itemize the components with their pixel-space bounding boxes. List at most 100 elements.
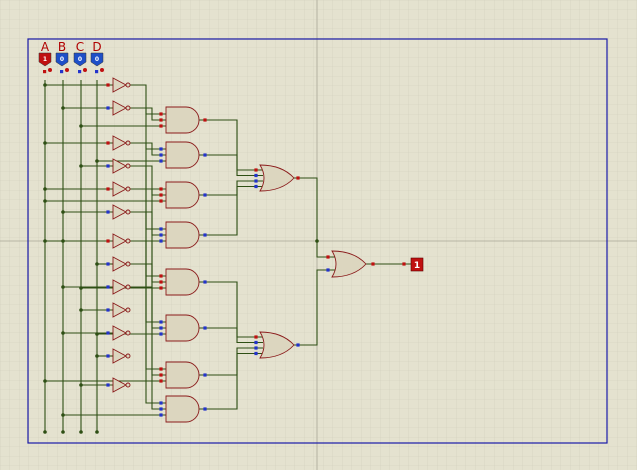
or-gate[interactable] xyxy=(331,250,367,278)
wire-junction xyxy=(79,430,83,434)
input-label-a: A xyxy=(41,40,50,54)
and-gate-icon xyxy=(165,106,200,134)
wire-junction xyxy=(43,239,47,243)
output-logic-probe[interactable]: 1 xyxy=(410,257,424,272)
and-gate-icon xyxy=(165,314,200,342)
toggle-state-marker xyxy=(60,70,64,74)
pin-state-marker xyxy=(106,164,110,168)
and-gate-icon xyxy=(165,395,200,423)
pin-state-marker xyxy=(326,255,330,259)
and-gate[interactable] xyxy=(165,268,200,296)
wire-junction xyxy=(95,159,99,163)
pin-state-marker xyxy=(203,373,207,377)
not-gate[interactable] xyxy=(112,377,131,393)
pin-state-marker xyxy=(254,351,258,356)
pin-state-marker xyxy=(159,373,163,377)
not-gate[interactable] xyxy=(112,204,131,220)
pin-state-marker xyxy=(254,335,258,339)
not-gate[interactable] xyxy=(112,100,131,116)
not-gate-icon xyxy=(112,348,127,364)
pin-state-marker xyxy=(159,401,163,405)
not-gate[interactable] xyxy=(112,233,131,249)
wire-junction xyxy=(315,239,319,243)
pin-state-marker xyxy=(159,112,163,116)
not-gate-icon xyxy=(112,181,127,197)
not-gate-icon xyxy=(112,135,127,151)
not-gate-icon xyxy=(112,256,127,272)
logic-toggle-b[interactable]: B0 xyxy=(55,40,69,74)
pin-state-marker xyxy=(159,187,163,191)
component-layer xyxy=(106,77,406,423)
pin-state-marker xyxy=(254,184,258,189)
and-input-wire xyxy=(130,107,166,150)
and-gate[interactable] xyxy=(165,361,200,389)
or-gate[interactable] xyxy=(259,331,295,359)
not-gate-icon xyxy=(112,377,127,393)
wire-junction xyxy=(95,354,99,358)
and-gate[interactable] xyxy=(165,221,200,249)
not-gate[interactable] xyxy=(112,135,131,151)
pin-state-marker xyxy=(159,379,163,383)
input-label-b: B xyxy=(58,40,66,54)
and-gate[interactable] xyxy=(165,395,200,423)
logic-toggle-d[interactable]: D0 xyxy=(90,40,104,74)
pin-state-marker xyxy=(106,210,110,214)
pin-state-marker xyxy=(106,187,110,191)
or-gate-icon xyxy=(259,331,295,359)
not-gate[interactable] xyxy=(112,256,131,272)
wire-junction xyxy=(43,379,47,383)
not-gate[interactable] xyxy=(112,181,131,197)
and-gate[interactable] xyxy=(165,181,200,209)
pin-state-marker xyxy=(159,118,163,122)
pin-state-marker xyxy=(106,262,110,266)
not-gate[interactable] xyxy=(112,279,131,295)
logic-toggle-a[interactable]: A1 xyxy=(38,40,52,74)
pin-state-marker xyxy=(159,413,163,417)
final-or-input-wire xyxy=(294,177,335,258)
not-gate[interactable] xyxy=(112,325,131,341)
or-input-wire xyxy=(199,185,263,236)
toggle-pin-dot xyxy=(83,68,87,72)
and-gate[interactable] xyxy=(165,106,200,134)
pin-state-marker xyxy=(159,147,163,151)
pin-state-marker xyxy=(106,383,110,387)
inverter-bubble xyxy=(125,186,131,192)
and-gate[interactable] xyxy=(165,141,200,169)
logic-toggle-c[interactable]: C0 xyxy=(73,40,87,74)
pin-state-marker xyxy=(106,331,110,335)
pin-state-marker xyxy=(159,367,163,371)
or-input-wire xyxy=(199,119,263,171)
input-state-a: 1 xyxy=(43,56,47,63)
wire-junction xyxy=(61,413,65,417)
logic-toggle-icon xyxy=(73,52,87,67)
toggle-state-marker xyxy=(43,70,47,74)
input-label-d: D xyxy=(92,40,101,54)
not-gate[interactable] xyxy=(112,77,131,93)
inverter-bubble xyxy=(125,238,131,244)
wire-junction xyxy=(95,430,99,434)
pin-state-marker xyxy=(326,268,330,272)
and-gate-icon xyxy=(165,221,200,249)
pin-state-marker xyxy=(159,233,163,237)
not-gate-icon xyxy=(112,233,127,249)
not-gate[interactable] xyxy=(112,348,131,364)
and-gate-icon xyxy=(165,141,200,169)
not-gate[interactable] xyxy=(112,302,131,318)
inverter-bubble xyxy=(125,353,131,359)
wire-junction xyxy=(43,83,47,87)
and-gate[interactable] xyxy=(165,314,200,342)
output-probe-group: 1 xyxy=(410,257,424,272)
or-gate[interactable] xyxy=(259,164,295,192)
pin-state-marker xyxy=(106,83,110,87)
not-gate[interactable] xyxy=(112,158,131,174)
pin-state-marker xyxy=(106,285,110,289)
not-gate-icon xyxy=(112,158,127,174)
pin-state-marker xyxy=(203,280,207,284)
pin-state-marker xyxy=(402,262,406,266)
pin-state-marker xyxy=(254,346,258,350)
and-input-wire xyxy=(130,84,166,115)
input-label-c: C xyxy=(76,40,84,54)
wire-junction xyxy=(43,187,47,191)
